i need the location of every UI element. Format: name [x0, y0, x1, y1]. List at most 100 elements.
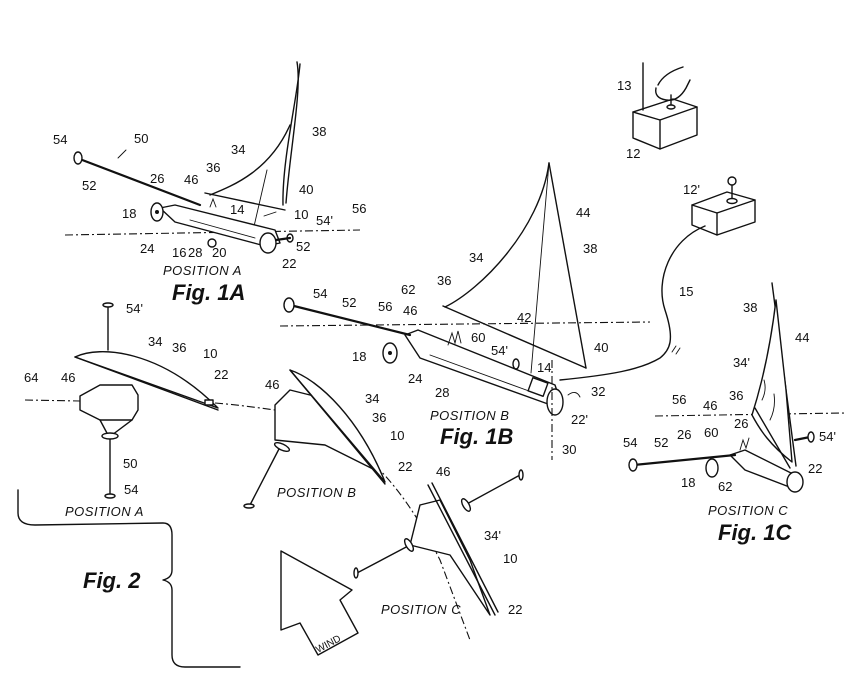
ref-34-prime: 34' [484, 528, 501, 543]
hull-16 [159, 204, 281, 247]
wind-arrow-icon [280, 550, 359, 656]
mast-38 [285, 61, 299, 204]
servo-60 [739, 437, 750, 451]
stay-42 [530, 162, 550, 374]
ref-34-prime: 34' [733, 355, 750, 370]
ref-54-prime: 54' [126, 301, 143, 316]
ref-32: 32 [591, 384, 605, 399]
ref-28: 28 [435, 385, 449, 400]
ref-36: 36 [206, 160, 220, 175]
position-b-label: POSITION B [277, 485, 356, 500]
ref-56: 56 [378, 299, 392, 314]
ref-50: 50 [134, 131, 148, 146]
ground-line-56 [654, 412, 846, 417]
ref-30: 30 [562, 442, 576, 457]
ref-34: 34 [148, 334, 162, 349]
end-cap-54-prime [807, 431, 815, 443]
ref-42: 42 [517, 310, 531, 325]
motor-coil [527, 376, 549, 398]
ref-52: 52 [654, 435, 668, 450]
ref-38: 38 [743, 300, 757, 315]
figure-1a: 54 50 52 26 46 36 34 38 40 14 10 18 24 1… [53, 61, 366, 305]
position-a-label: POSITION A [65, 504, 144, 519]
ref-40: 40 [594, 340, 608, 355]
mast-38 [548, 162, 587, 369]
position-c-label: POSITION C [381, 602, 461, 617]
ref-10: 10 [294, 207, 308, 222]
ref-62: 62 [718, 479, 732, 494]
wheel-22-prime [546, 388, 564, 416]
ref-18: 18 [681, 475, 695, 490]
ref-12-prime: 12' [683, 182, 700, 197]
ref-54-prime: 54' [316, 213, 333, 228]
ref-22: 22 [398, 459, 412, 474]
ref-44: 44 [576, 205, 590, 220]
vehicle-position-c [353, 469, 524, 616]
steering-arm-52 [632, 453, 737, 467]
position-label: POSITION A [163, 263, 242, 278]
sail-34 [209, 124, 291, 196]
ref-44: 44 [795, 330, 809, 345]
wheel-18 [705, 458, 719, 478]
ref-36: 36 [437, 273, 451, 288]
ref-56: 56 [352, 201, 366, 216]
wheel-20 [207, 238, 217, 248]
ref-22: 22 [508, 602, 522, 617]
ref-60: 60 [704, 425, 718, 440]
brace [17, 489, 241, 668]
travel-path-64 [24, 399, 471, 641]
ref-22: 22 [808, 461, 822, 476]
ref-50: 50 [123, 456, 137, 471]
sail-34-prime [427, 482, 499, 616]
ref-54: 54 [124, 482, 138, 497]
vehicle-position-a [74, 302, 219, 499]
figure-caption: Fig. 1C [718, 520, 792, 545]
ref-34: 34 [231, 142, 245, 157]
ref-56: 56 [672, 392, 686, 407]
ref-46: 46 [403, 303, 417, 318]
ref-46: 46 [436, 464, 450, 479]
ref-36: 36 [172, 340, 186, 355]
ref-64: 64 [24, 370, 38, 385]
ref-38: 38 [583, 241, 597, 256]
hand-icon [655, 66, 691, 101]
sail-34 [444, 162, 550, 308]
ref-52: 52 [342, 295, 356, 310]
ref-54-prime: 54' [491, 343, 508, 358]
ref-36: 36 [372, 410, 386, 425]
ref-46: 46 [61, 370, 75, 385]
ref-62: 62 [401, 282, 415, 297]
ref-22: 22 [214, 367, 228, 382]
ref-20: 20 [212, 245, 226, 260]
servo-46 [209, 197, 217, 208]
ground-line-56 [279, 321, 651, 327]
figure-caption: Fig. 1A [172, 280, 245, 305]
ref-52: 52 [82, 178, 96, 193]
end-cap-54 [283, 297, 295, 313]
ref-34: 34 [469, 250, 483, 265]
ref-38: 38 [312, 124, 326, 139]
servo-60 [447, 330, 462, 346]
position-label: POSITION B [430, 408, 509, 423]
ref-54: 54 [313, 286, 327, 301]
ref-26: 26 [150, 171, 164, 186]
ref-10: 10 [203, 346, 217, 361]
ref-46: 46 [703, 398, 717, 413]
position-label: POSITION C [708, 503, 788, 518]
end-cap-54-prime [512, 358, 520, 370]
ref-22-prime: 22' [571, 412, 588, 427]
ref-34: 34 [365, 391, 379, 406]
ref-14: 14 [537, 360, 551, 375]
ref-16: 16 [172, 245, 186, 260]
ref-13: 13 [617, 78, 631, 93]
end-cap-54 [73, 151, 83, 165]
ref-60: 60 [471, 330, 485, 345]
ref-54-prime: 54' [819, 429, 836, 444]
sail-34-prime [751, 299, 793, 463]
ref-54: 54 [53, 132, 67, 147]
vehicle-position-b [243, 369, 386, 509]
sail-34 [74, 351, 219, 409]
controller-12-prime [691, 176, 756, 236]
ref-22: 22 [282, 256, 296, 271]
